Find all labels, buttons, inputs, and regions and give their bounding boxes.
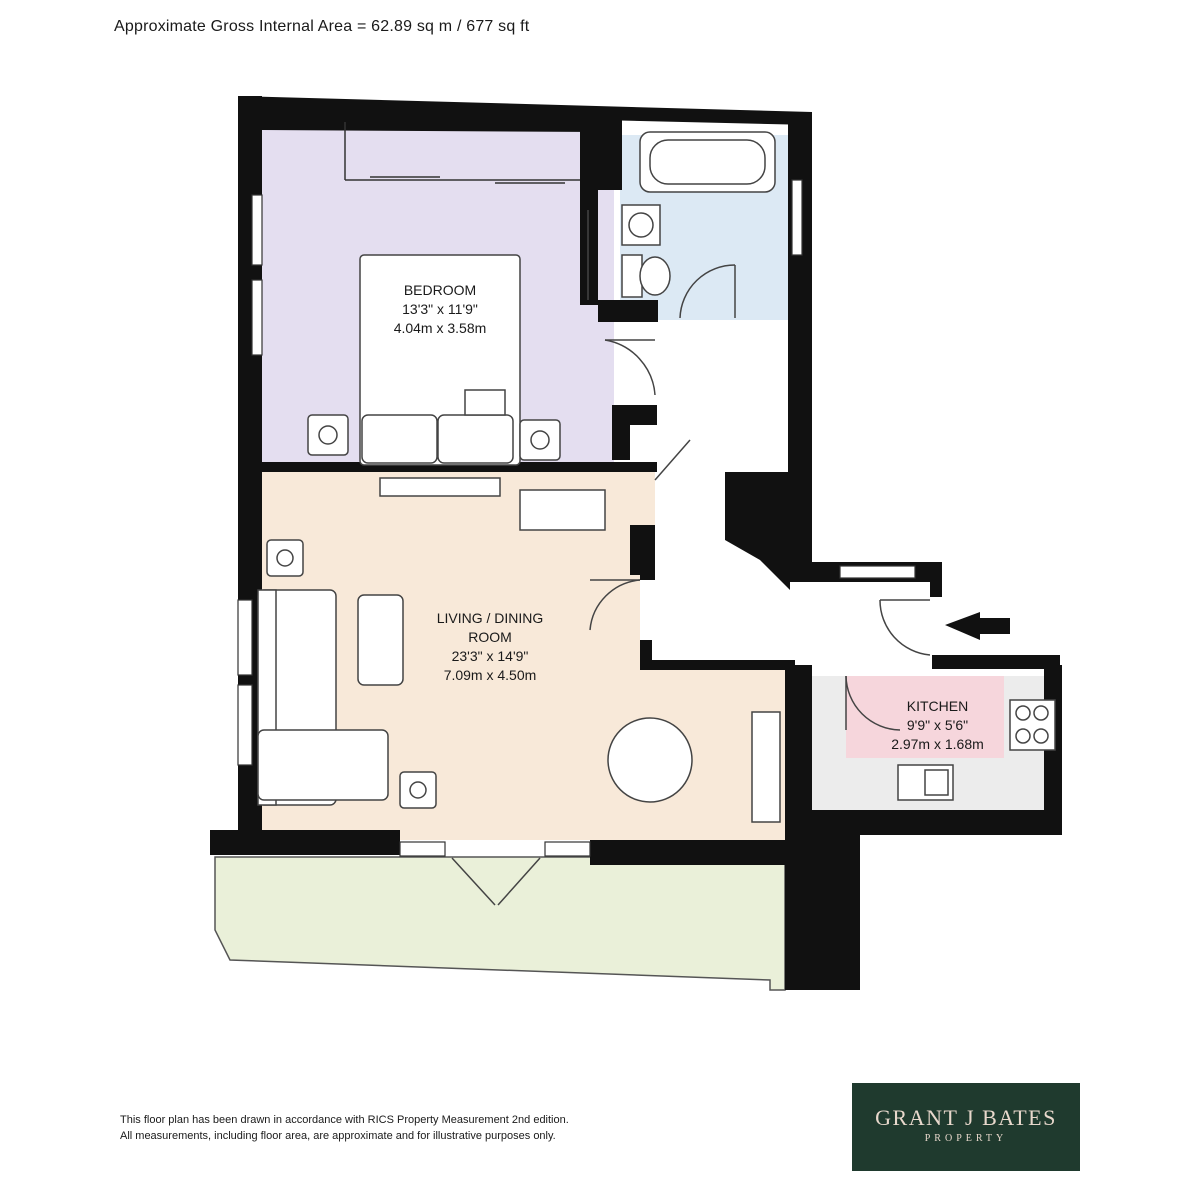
doors — [451, 264, 931, 906]
gross-area-text: Approximate Gross Internal Area = 62.89 … — [114, 18, 530, 35]
wardrobe — [344, 122, 580, 184]
kitchen-metric: 2.97m x 1.68m — [891, 736, 984, 752]
living-imperial: 23'3" x 14'9" — [451, 648, 529, 664]
kitchen-name: KITCHEN — [906, 698, 969, 714]
disclaimer-line-1: This floor plan has been drawn in accord… — [120, 1114, 569, 1126]
disclaimer-line-2: All measurements, including floor area, … — [120, 1130, 556, 1142]
bedroom-name: BEDROOM — [403, 282, 477, 298]
disclaimer: This floor plan has been drawn in accord… — [120, 1112, 569, 1144]
bedroom-imperial: 13'3" x 11'9" — [402, 301, 478, 317]
logo-sub: PROPERTY — [924, 1133, 1008, 1144]
windows — [237, 179, 916, 857]
living-name-2: ROOM — [468, 629, 512, 645]
living-label: LIVING / DINING ROOM 23'3" x 14'9" 7.09m… — [425, 609, 555, 685]
bedroom-metric: 4.04m x 3.58m — [393, 320, 487, 336]
living-name-1: LIVING / DINING — [436, 610, 544, 626]
bed — [307, 254, 561, 466]
terrace — [214, 856, 786, 991]
bedroom-label: BEDROOM 13'3" x 11'9" 4.04m x 3.58m — [380, 281, 500, 338]
kitchen-label: KITCHEN 9'9" x 5'6" 2.97m x 1.68m — [880, 697, 995, 754]
living-metric: 7.09m x 4.50m — [443, 667, 537, 683]
kitchen-fixtures — [897, 699, 1056, 801]
logo-name: GRANT J BATES — [875, 1105, 1057, 1130]
entrance-arrow-icon — [945, 612, 1010, 640]
living-furniture — [257, 477, 781, 823]
bathroom-fixtures — [587, 131, 776, 300]
agency-logo: GRANT J BATES PROPERTY — [852, 1083, 1080, 1171]
kitchen-accent — [846, 676, 1004, 758]
kitchen-imperial: 9'9" x 5'6" — [906, 717, 969, 733]
